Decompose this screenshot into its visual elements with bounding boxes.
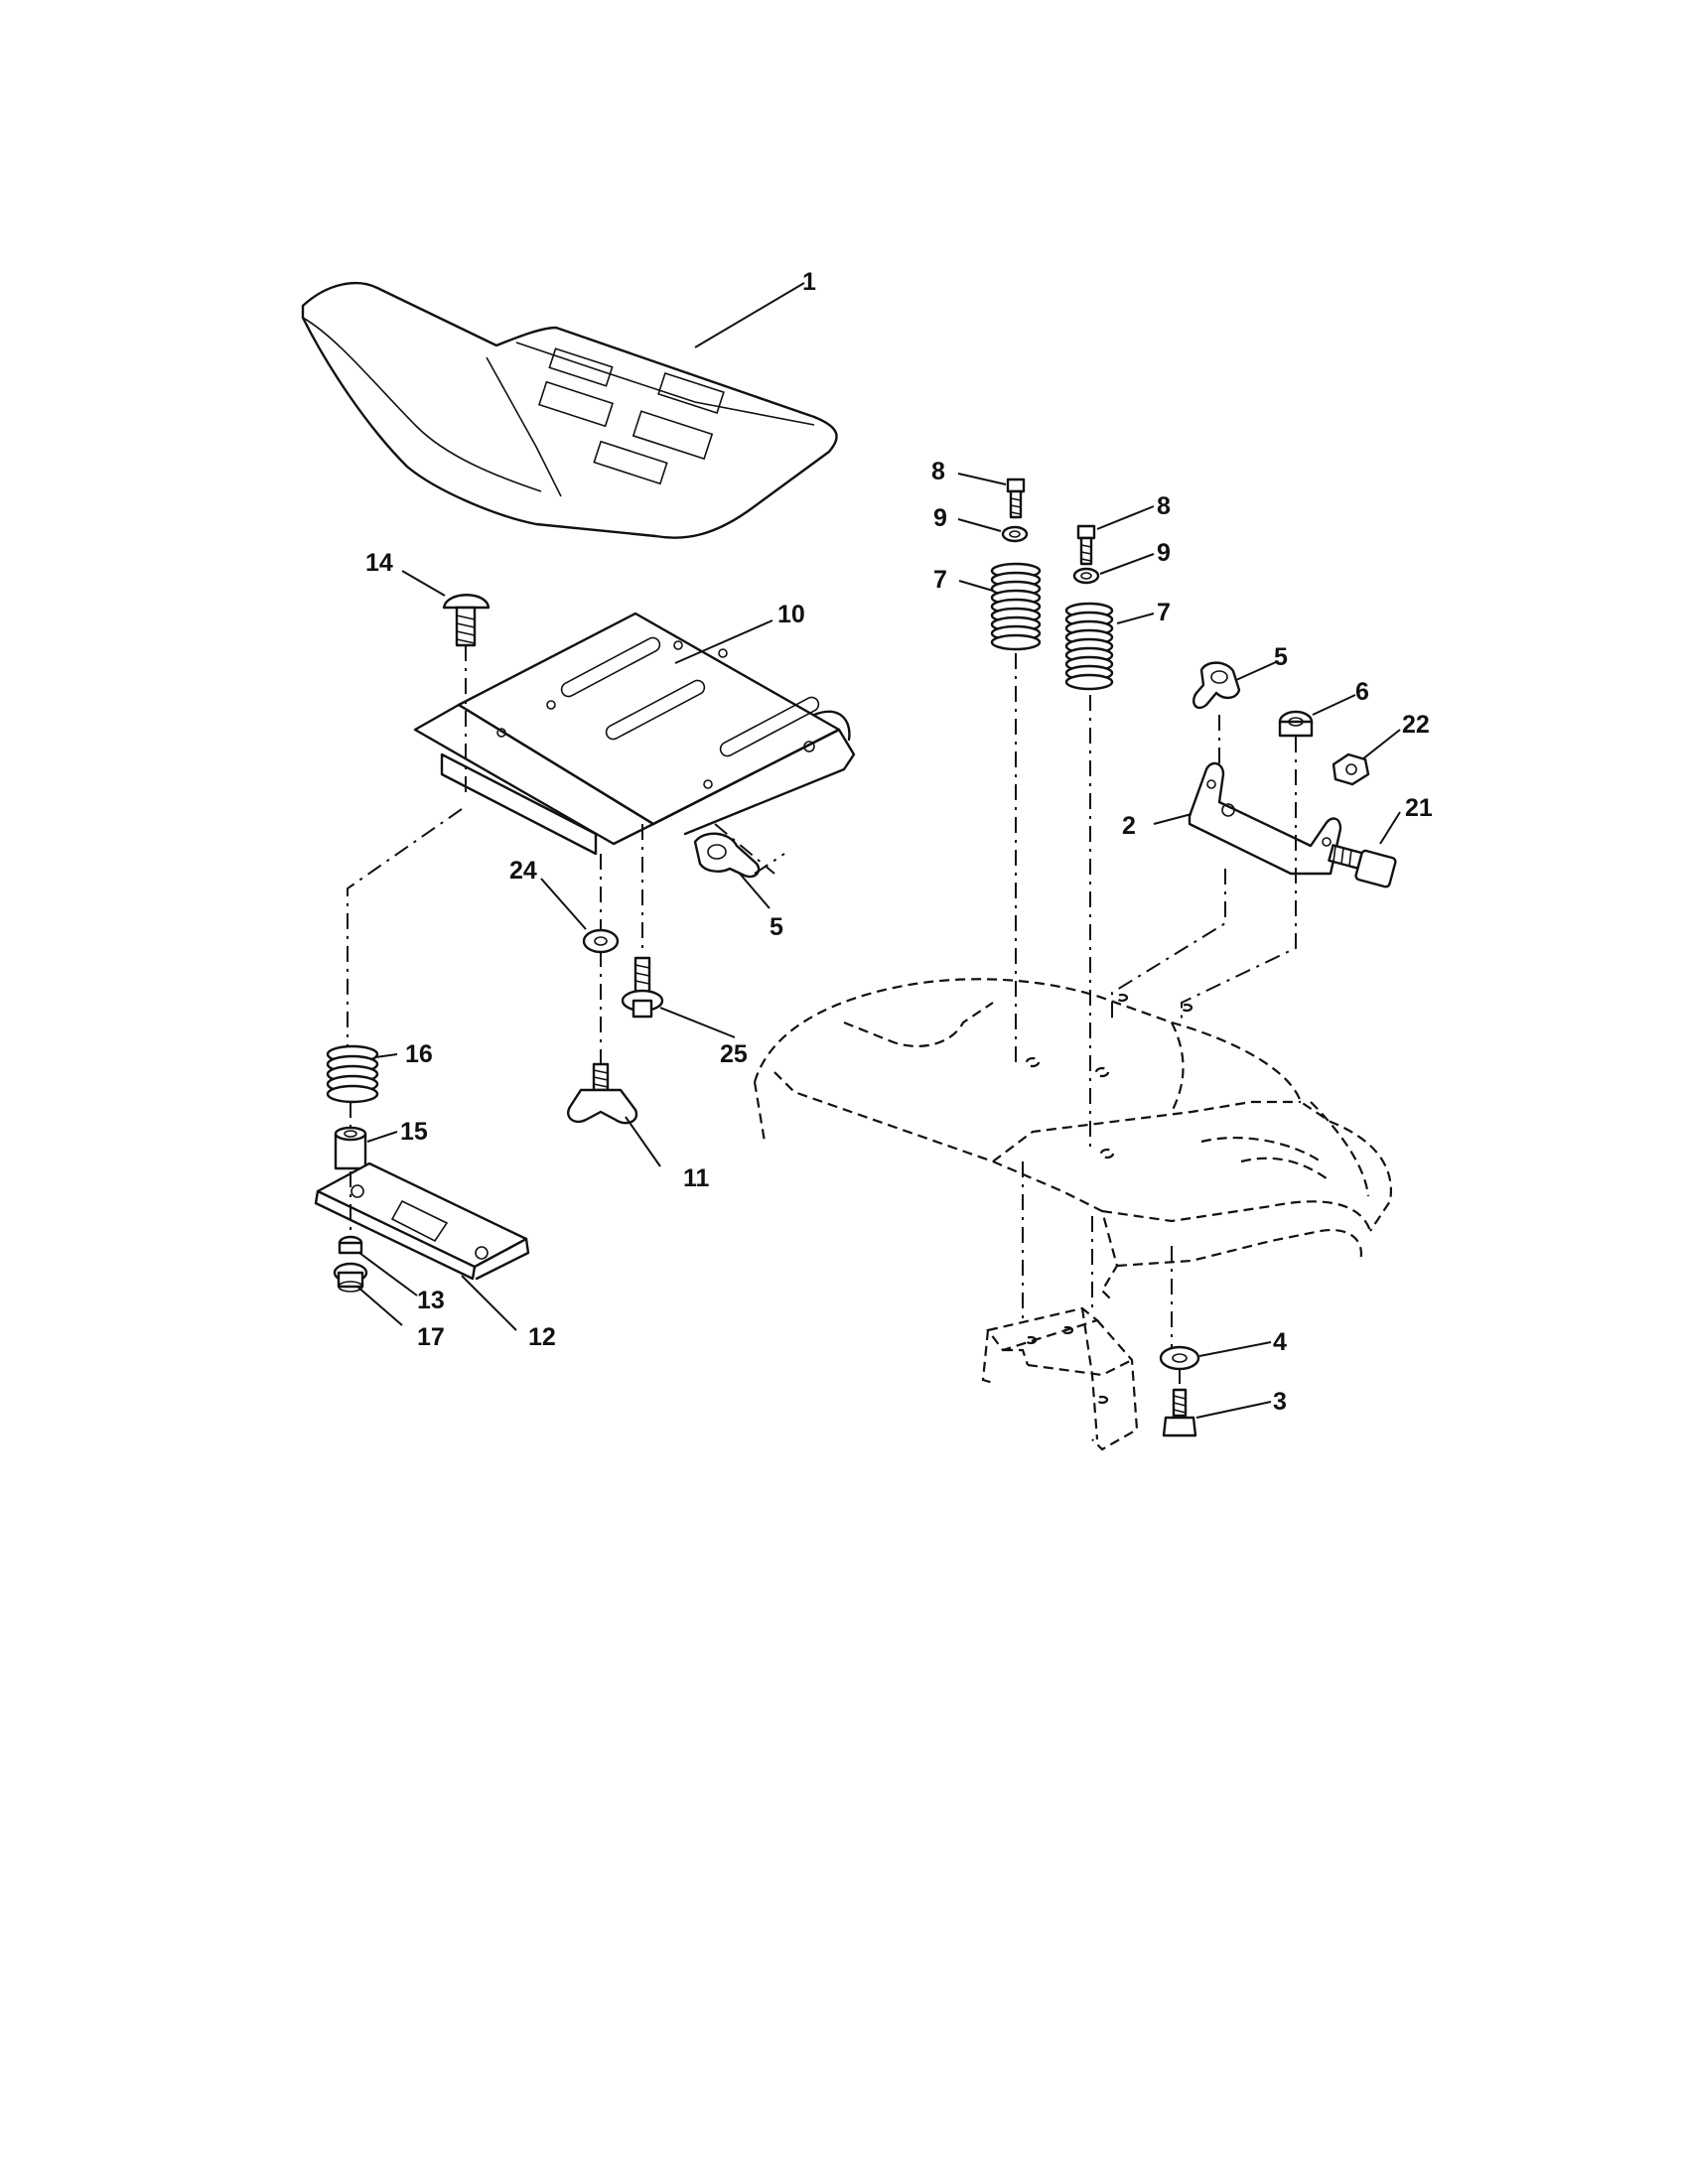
knob-part — [567, 1062, 638, 1125]
callout-7-right: 7 — [1157, 599, 1171, 626]
callout-10: 10 — [777, 601, 805, 628]
lock-washer-right — [1072, 567, 1100, 585]
callout-17: 17 — [417, 1323, 445, 1351]
callout-25: 25 — [720, 1040, 748, 1068]
tractor-frame-fender — [753, 978, 1392, 1301]
callout-9-left: 9 — [933, 504, 947, 532]
callout-6: 6 — [1355, 678, 1369, 706]
hex-bolt-part — [1162, 1388, 1197, 1437]
lock-washer-left — [1001, 525, 1029, 543]
flat-washer-part — [1159, 1345, 1200, 1371]
small-spring-part — [326, 1044, 379, 1104]
callout-12: 12 — [528, 1323, 556, 1351]
spring-coil — [990, 633, 1042, 651]
callout-1: 1 — [802, 268, 816, 296]
callout-8-left: 8 — [931, 458, 945, 485]
clip-part — [693, 832, 761, 879]
large-spring-left — [990, 562, 1042, 651]
bolt-part-right — [1076, 524, 1096, 566]
callout-labels: 1 14 10 24 5 25 16 15 11 13 17 12 8 9 7 … — [365, 268, 1433, 1416]
flange-nut-part — [333, 1262, 368, 1293]
carriage-bolt-part — [442, 594, 491, 647]
hex-nut-part — [1278, 710, 1314, 738]
callout-4: 4 — [1273, 1328, 1287, 1356]
callout-7-left: 7 — [933, 566, 947, 594]
large-spring-right — [1064, 602, 1114, 691]
callout-13: 13 — [417, 1287, 445, 1314]
seat-pan-part — [413, 612, 856, 856]
callout-15: 15 — [400, 1118, 428, 1146]
callout-11: 11 — [683, 1164, 710, 1192]
callout-22: 22 — [1402, 711, 1430, 739]
leader-lines — [356, 282, 1401, 1419]
shoulder-bolt-part-21 — [1328, 844, 1397, 888]
clip-part-right — [1193, 661, 1241, 710]
callout-16: 16 — [405, 1040, 433, 1068]
seat-bracket-part — [1188, 761, 1342, 876]
callout-3: 3 — [1273, 1388, 1287, 1416]
lower-support-bracket — [981, 1306, 1139, 1451]
callout-5-left: 5 — [770, 913, 783, 941]
nut-part — [338, 1235, 363, 1255]
nut-part-22 — [1332, 752, 1370, 786]
callout-21: 21 — [1405, 794, 1433, 822]
callout-2: 2 — [1122, 812, 1136, 840]
callout-5-right: 5 — [1274, 643, 1288, 671]
bracket-plate-part — [314, 1161, 530, 1281]
callout-24: 24 — [509, 857, 537, 885]
assembly-center-lines — [347, 645, 1297, 1390]
spring-coil — [1064, 673, 1114, 691]
bolt-part-left — [1006, 478, 1026, 519]
spacer-part — [334, 1126, 367, 1170]
callout-9-right: 9 — [1157, 539, 1171, 567]
seat-part — [301, 281, 838, 539]
callout-8-right: 8 — [1157, 492, 1171, 520]
callout-14: 14 — [365, 549, 393, 577]
shoulder-bolt-part — [621, 956, 664, 1019]
washer-part — [582, 928, 620, 954]
